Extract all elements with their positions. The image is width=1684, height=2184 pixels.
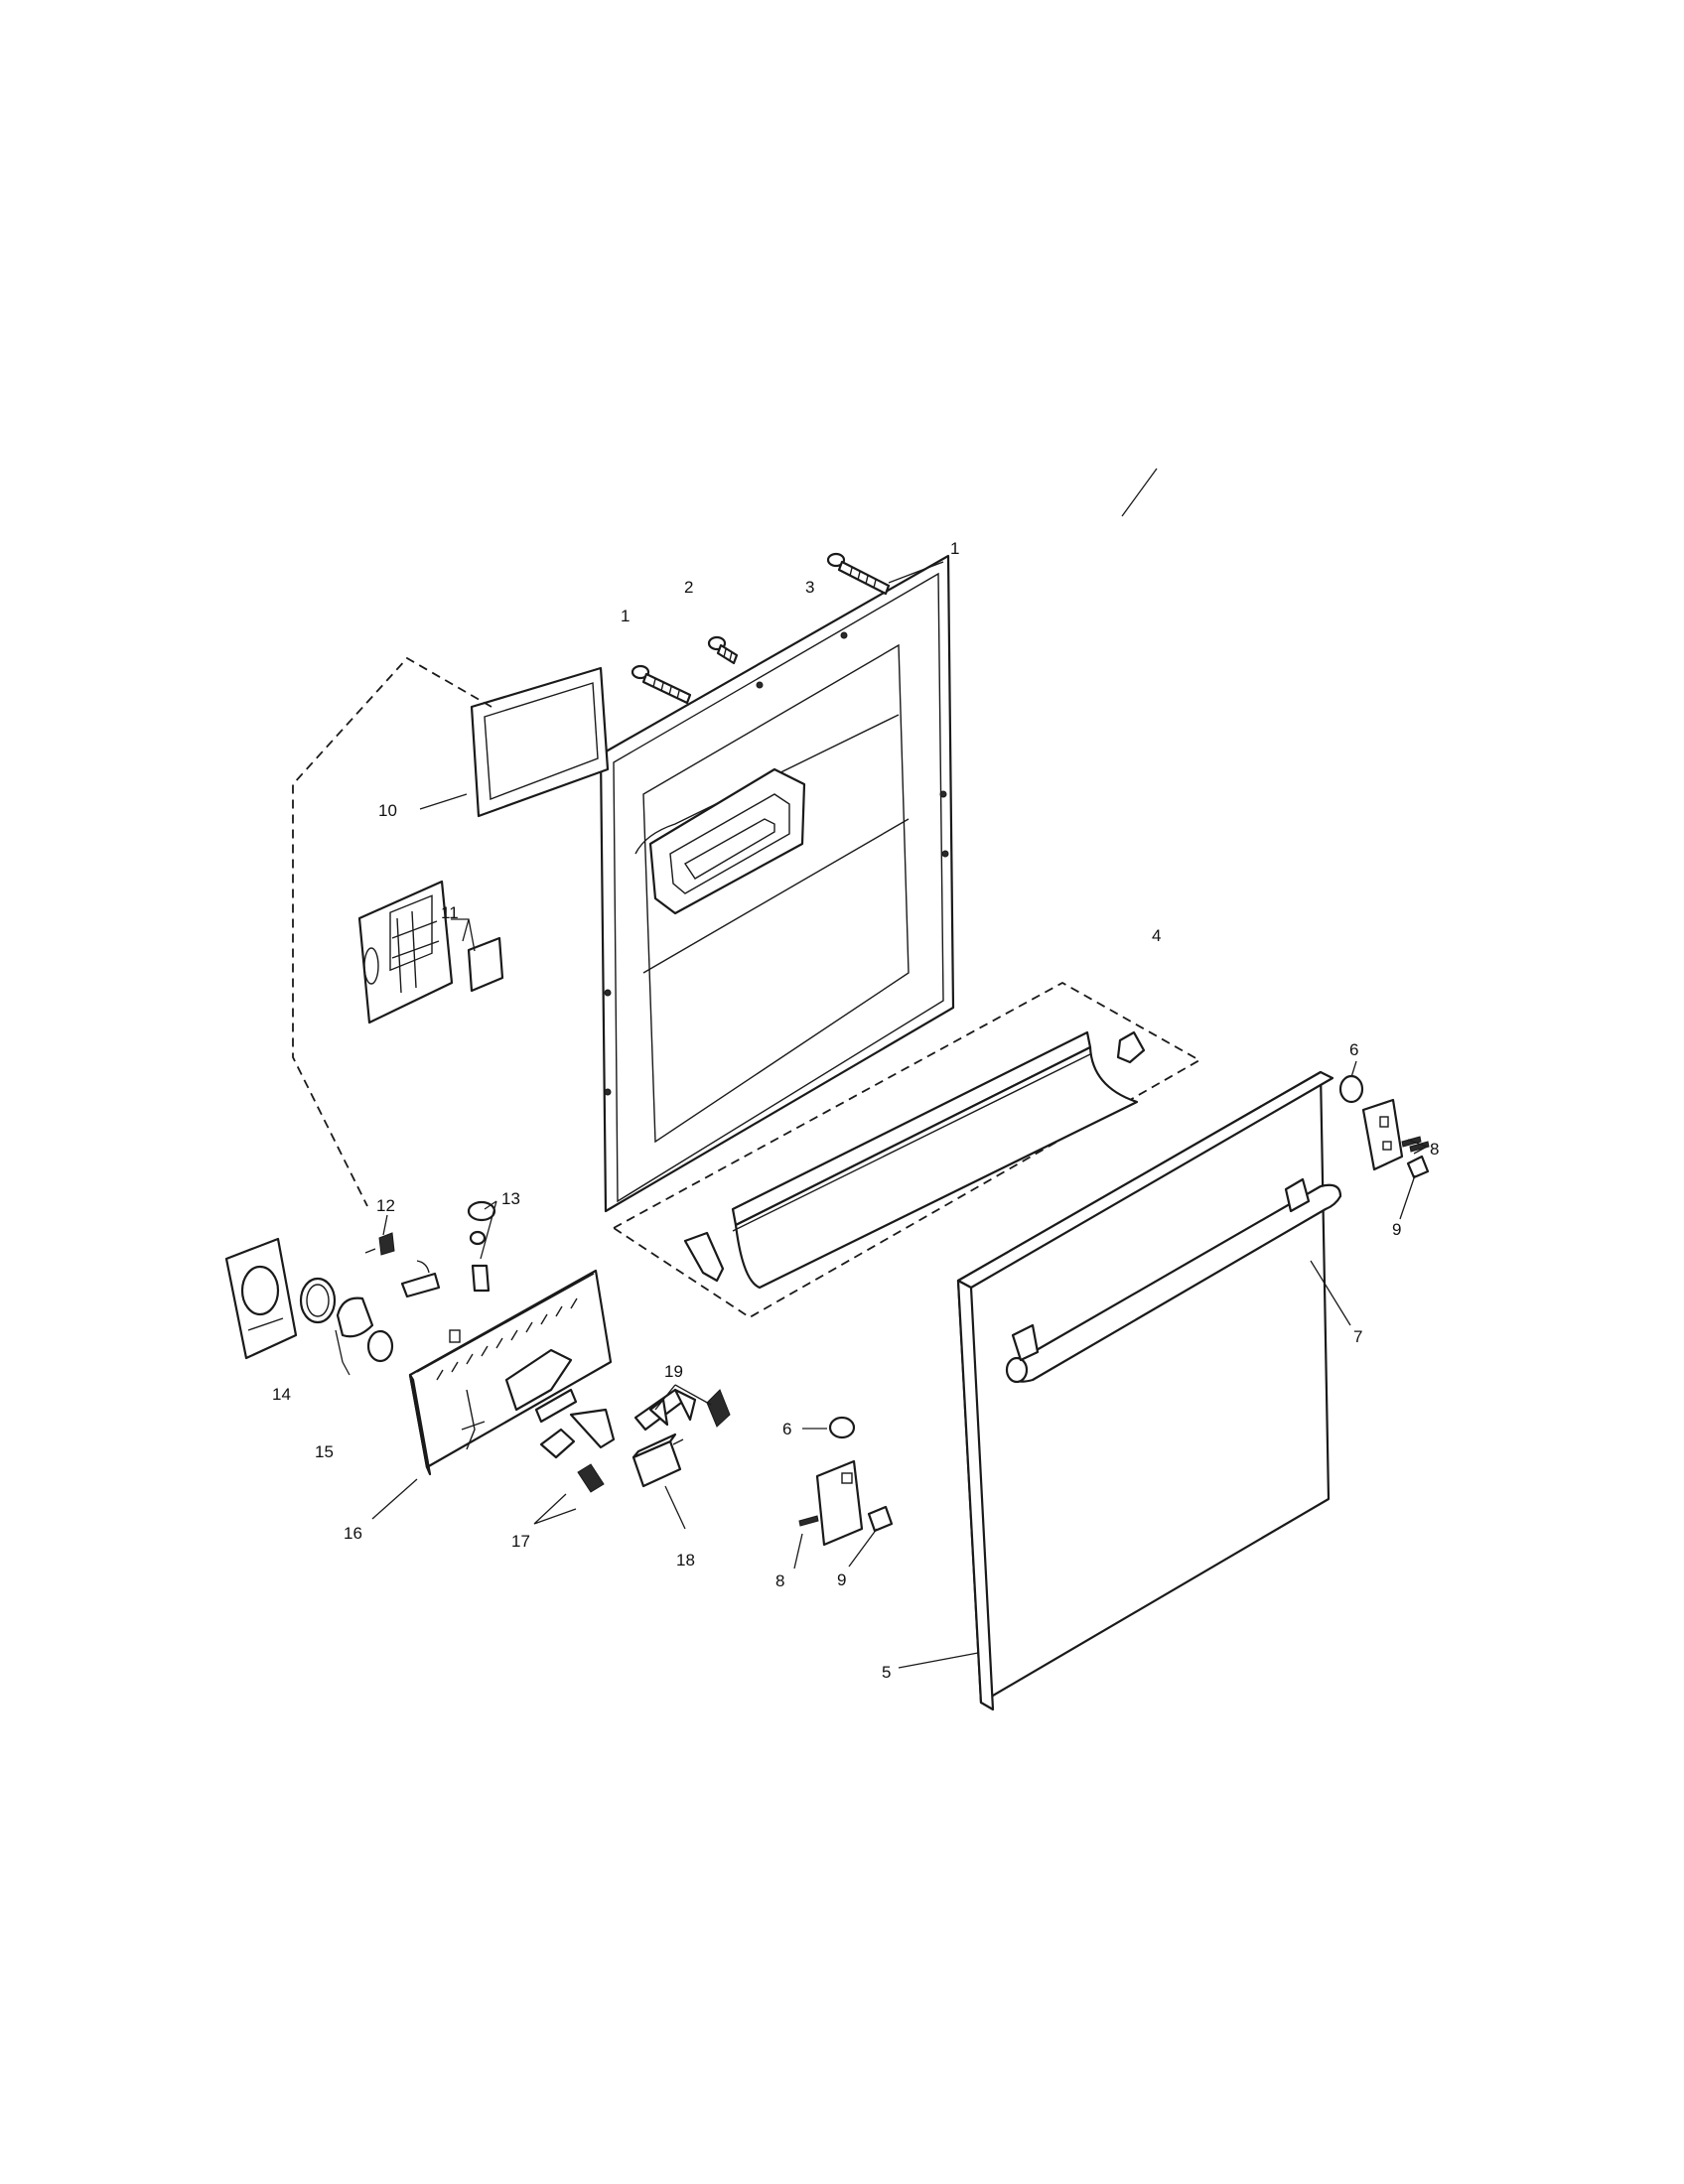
- solenoid-18: [632, 1433, 684, 1488]
- screw-2: [707, 635, 739, 665]
- door-bumper-top: [1338, 1074, 1364, 1104]
- callout-4: 4: [1152, 926, 1161, 945]
- inner-door-liner: [599, 554, 955, 1213]
- callout-18: 18: [676, 1551, 695, 1570]
- callout-1: 1: [621, 607, 630, 625]
- callout-8: 8: [775, 1571, 784, 1590]
- door-bumper-lower: [828, 1416, 856, 1439]
- hinge-block-right: [1361, 1098, 1430, 1179]
- callout-labels: 1 1 2 3 4 5 6 6 7 8 8 9 9 10 11 12 13 14…: [272, 539, 1439, 1682]
- leader-lines: [335, 468, 1428, 1669]
- lever-spring-19: [633, 1388, 731, 1432]
- callout-3: 3: [805, 578, 814, 597]
- plunger-rod: [400, 1260, 441, 1298]
- callout-10: 10: [378, 801, 397, 820]
- lever-spring-17: [539, 1408, 616, 1493]
- door-handle: [1005, 1177, 1342, 1384]
- callout-7: 7: [1353, 1327, 1362, 1346]
- outer-door-panel: [956, 1070, 1334, 1711]
- callout-2: 2: [684, 578, 693, 597]
- callout-17: 17: [511, 1532, 530, 1551]
- dispenser-assembly-outline: [292, 656, 492, 1207]
- callout-1: 1: [950, 539, 959, 558]
- callout-11: 11: [441, 903, 459, 922]
- callout-12: 12: [376, 1196, 395, 1215]
- dispenser-gasket: [470, 666, 610, 818]
- callout-5: 5: [882, 1663, 891, 1682]
- callout-9: 9: [1392, 1220, 1401, 1239]
- callout-6: 6: [782, 1420, 791, 1438]
- plunger-cap-13: [467, 1200, 496, 1293]
- bottom-trim-bar: [683, 1030, 1146, 1290]
- screw-1-top: [826, 552, 891, 596]
- callout-13: 13: [501, 1189, 520, 1208]
- dispenser-knob-15: [299, 1277, 394, 1363]
- spring-12: [364, 1232, 395, 1256]
- callout-15: 15: [315, 1442, 334, 1461]
- callout-19: 19: [664, 1362, 683, 1381]
- dispenser-opening: [648, 767, 806, 915]
- callout-16: 16: [344, 1524, 362, 1543]
- hinge-block-center: [798, 1459, 894, 1547]
- dispenser-face-plate: [224, 1237, 298, 1360]
- screw-1-left: [631, 664, 692, 705]
- dispenser-body: [408, 1269, 613, 1476]
- callout-14: 14: [272, 1385, 291, 1404]
- callout-9: 9: [837, 1570, 846, 1589]
- callout-8: 8: [1430, 1140, 1439, 1159]
- callout-6: 6: [1349, 1040, 1358, 1059]
- rinse-aid-cap: [357, 880, 504, 1024]
- bottom-trim-outline: [612, 981, 1201, 1319]
